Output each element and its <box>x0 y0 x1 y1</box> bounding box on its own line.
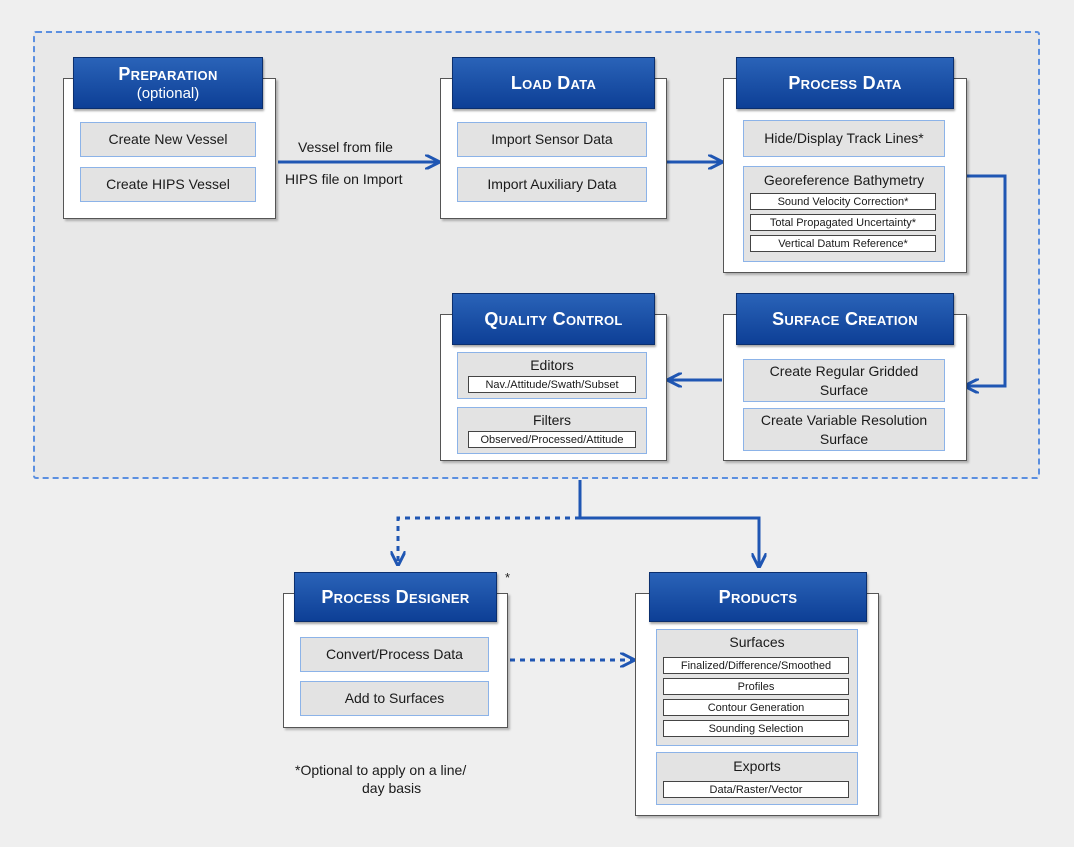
load-data-title: Load Data <box>510 72 597 93</box>
data-raster-vector-item[interactable]: Data/Raster/Vector <box>663 781 849 798</box>
contour-generation-item[interactable]: Contour Generation <box>663 699 849 716</box>
exports-title: Exports <box>733 758 781 774</box>
load-data-header: Load Data <box>452 57 655 109</box>
footnote-line2: day basis <box>362 780 422 796</box>
footnote-line1: *Optional to apply on a line/ <box>295 762 467 778</box>
georeference-bathymetry-group[interactable]: Georeference Bathymetry Sound Velocity C… <box>743 166 945 262</box>
finalized-difference-smoothed-item[interactable]: Finalized/Difference/Smoothed <box>663 657 849 674</box>
create-hips-vessel-button[interactable]: Create HIPS Vessel <box>80 167 256 202</box>
arrow-process-to-surface <box>967 174 1007 386</box>
sound-velocity-correction-item[interactable]: Sound Velocity Correction* <box>750 193 936 210</box>
process-designer-asterisk: * <box>505 570 511 585</box>
filters-group[interactable]: Filters Observed/Processed/Attitude <box>457 407 647 454</box>
quality-control-header: Quality Control <box>452 293 655 345</box>
arrow-label-hips: HIPS file on Import <box>285 171 403 187</box>
surfaces-title: Surfaces <box>729 634 785 650</box>
create-regular-gridded-surface-button[interactable]: Create Regular Gridded Surface <box>743 359 945 402</box>
surfaces-group[interactable]: Surfaces Finalized/Difference/Smoothed P… <box>656 629 858 746</box>
process-designer-title: Process Designer <box>321 586 470 607</box>
arrow-label-vessel: Vessel from file <box>298 139 393 155</box>
georeference-bathymetry-title: Georeference Bathymetry <box>763 172 925 188</box>
preparation-title: Preparation <box>118 64 218 85</box>
arrow-region-to-products <box>578 480 759 565</box>
process-designer-header: Process Designer <box>294 572 497 622</box>
filters-title: Filters <box>532 412 572 428</box>
import-auxiliary-data-button[interactable]: Import Auxiliary Data <box>457 167 647 202</box>
filters-detail[interactable]: Observed/Processed/Attitude <box>468 431 636 448</box>
total-propagated-uncertainty-item[interactable]: Total Propagated Uncertainty* <box>750 214 936 231</box>
sounding-selection-item[interactable]: Sounding Selection <box>663 720 849 737</box>
surface-creation-header: Surface Creation <box>736 293 954 345</box>
process-data-title: Process Data <box>788 72 902 93</box>
process-data-header: Process Data <box>736 57 954 109</box>
create-variable-resolution-surface-button[interactable]: Create Variable Resolution Surface <box>743 408 945 451</box>
exports-group[interactable]: Exports Data/Raster/Vector <box>656 752 858 805</box>
hide-display-track-lines-button[interactable]: Hide/Display Track Lines* <box>743 120 945 157</box>
surface-creation-title: Surface Creation <box>772 308 918 329</box>
convert-process-data-button[interactable]: Convert/Process Data <box>300 637 489 672</box>
add-to-surfaces-button[interactable]: Add to Surfaces <box>300 681 489 716</box>
products-title: Products <box>718 586 798 607</box>
arrow-region-to-designer-dashed <box>398 516 580 563</box>
profiles-item[interactable]: Profiles <box>663 678 849 695</box>
import-sensor-data-button[interactable]: Import Sensor Data <box>457 122 647 157</box>
quality-control-title: Quality Control <box>484 308 623 329</box>
editors-detail[interactable]: Nav./Attitude/Swath/Subset <box>468 376 636 393</box>
preparation-header: Preparation (optional) <box>73 57 263 109</box>
products-header: Products <box>649 572 867 622</box>
editors-title: Editors <box>530 357 574 373</box>
vertical-datum-reference-item[interactable]: Vertical Datum Reference* <box>750 235 936 252</box>
preparation-subtitle: (optional) <box>136 84 200 102</box>
editors-group[interactable]: Editors Nav./Attitude/Swath/Subset <box>457 352 647 399</box>
create-new-vessel-button[interactable]: Create New Vessel <box>80 122 256 157</box>
